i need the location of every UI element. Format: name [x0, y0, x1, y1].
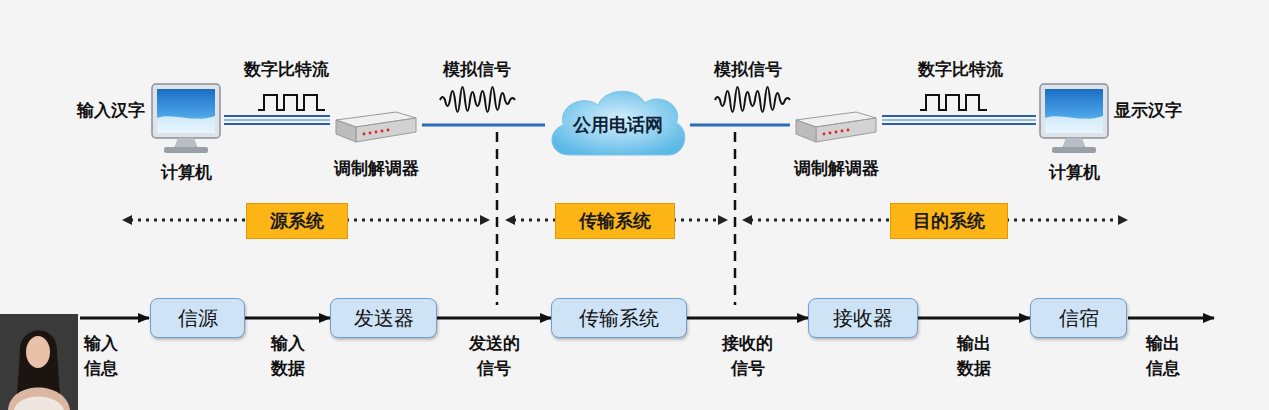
phone-line	[422, 125, 545, 126]
flow-arrow	[245, 318, 330, 319]
node-text: 调制解调器	[794, 157, 879, 180]
label-text: 输入信息	[81, 331, 120, 380]
square-wave	[258, 95, 325, 110]
divider-line	[496, 132, 499, 305]
edge-label: 发送的信号	[466, 331, 522, 380]
node-text: 发送器	[354, 305, 414, 332]
square-wave	[920, 95, 987, 110]
label-text: 数字比特流	[918, 57, 1003, 82]
label-text: 输入汉字	[77, 98, 145, 123]
process-box: 信源	[150, 298, 245, 338]
analog-wave	[440, 87, 515, 112]
node-text: 信源	[178, 305, 218, 332]
flow-arrow	[80, 317, 149, 320]
phone-line	[690, 125, 790, 126]
node-text: 目的系统	[913, 209, 985, 233]
label-text: 显示汉字	[1114, 98, 1182, 123]
flow-arrow	[918, 318, 1030, 319]
node-text: 公用电话网	[573, 113, 663, 137]
computer-icon: 计算机	[148, 82, 224, 184]
process-box: 接收器	[808, 298, 918, 338]
flow-arrow	[437, 318, 551, 319]
webcam-overlay	[0, 314, 78, 410]
node-text: 传输系统	[579, 209, 651, 233]
modem-icon: 调制解调器	[330, 108, 422, 180]
network-cloud: 公用电话网	[545, 85, 690, 165]
modem-icon: 调制解调器	[790, 108, 882, 180]
process-box: 传输系统	[551, 298, 687, 338]
label-text: 模拟信号	[443, 57, 511, 82]
label-text: 输出信息	[1143, 331, 1182, 380]
edge-label: 接收的信号	[719, 331, 775, 380]
computer-icon: 计算机	[1036, 82, 1112, 184]
node-text: 源系统	[270, 209, 324, 233]
label-text: 数字比特流	[244, 57, 329, 82]
node-text: 接收器	[833, 305, 893, 332]
flow-arrow	[687, 318, 808, 319]
process-box: 信宿	[1030, 298, 1127, 338]
label-text: 模拟信号	[714, 57, 782, 82]
node-text: 计算机	[1049, 161, 1100, 184]
edge-label: 输出数据	[954, 331, 993, 380]
system-tag: 源系统	[246, 203, 348, 239]
system-tag: 目的系统	[890, 203, 1008, 239]
node-text: 传输系统	[579, 305, 659, 332]
analog-wave	[715, 87, 790, 112]
process-box: 发送器	[330, 298, 437, 338]
node-text: 信宿	[1059, 305, 1099, 332]
node-text: 调制解调器	[334, 157, 419, 180]
edge-label: 输入数据	[268, 331, 307, 380]
digital-cable	[882, 116, 1036, 124]
node-text: 计算机	[161, 161, 212, 184]
flow-arrow	[1128, 317, 1214, 320]
system-tag: 传输系统	[555, 203, 675, 239]
divider-line	[734, 132, 737, 305]
digital-cable	[224, 116, 330, 124]
